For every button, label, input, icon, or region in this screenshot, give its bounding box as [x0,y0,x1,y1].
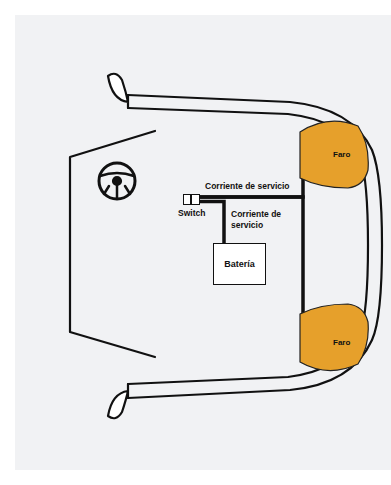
switch-symbol: Switch [183,194,200,205]
power-wire [200,197,303,357]
power-wire [200,145,303,197]
node-label: Faro [333,150,350,159]
background-panel [15,15,391,470]
mirror-top [108,74,128,108]
power-wire [200,202,224,244]
battery-box: Batería [213,243,266,285]
steering-hub [113,177,121,185]
wire-label: Corriente de servicio [205,181,290,192]
switch-contact [190,195,192,204]
steering-spokes [100,173,134,198]
node-label: Batería [224,259,255,269]
steering-wheel [99,163,135,199]
windshield [70,131,155,357]
headlight: Faro [290,118,370,190]
wire-label: Corriente de servicio [231,209,293,231]
car-body-outer [128,95,382,398]
node-label: Faro [333,338,350,347]
mirror-bottom [108,384,128,418]
node-label: Switch [178,208,205,218]
headlight: Faro [290,300,370,372]
car-body-inner [128,108,368,384]
headlight-shape [290,118,370,190]
headlight-shape [290,300,370,372]
